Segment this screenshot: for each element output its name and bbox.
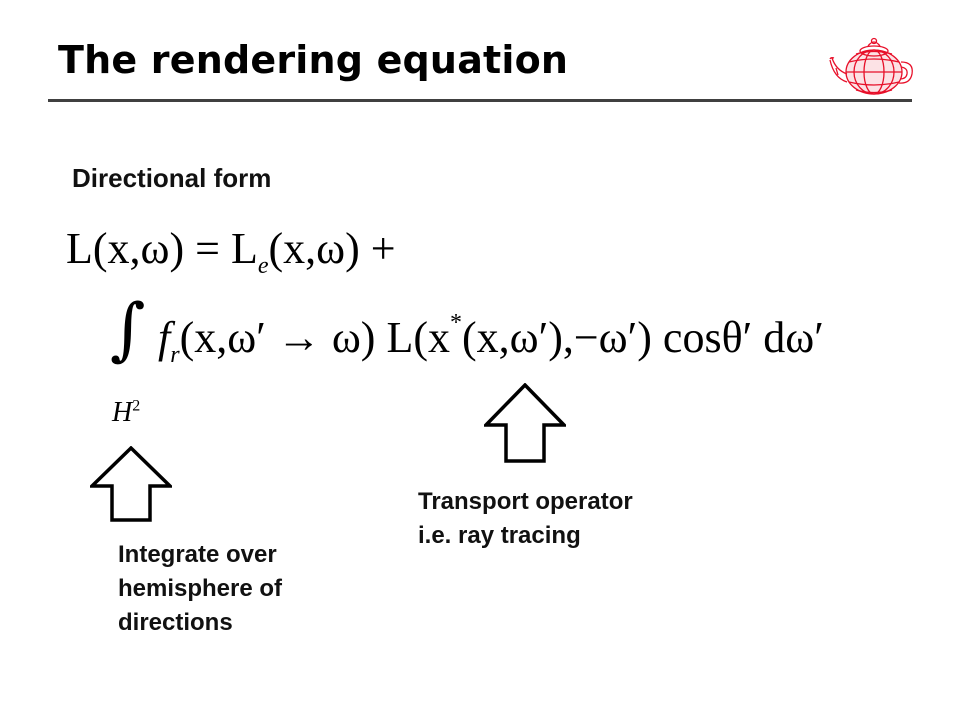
domain-H: H: [112, 397, 133, 428]
caption-transport: Transport operator i.e. ray tracing: [418, 485, 633, 553]
eq-incoming-L: L(x: [386, 313, 450, 362]
eq-emitted-args: (x,ω): [268, 224, 360, 273]
eq-brdf-f: f: [158, 313, 171, 362]
eq-emitted-subscript: e: [257, 253, 269, 279]
eq-cos: cos: [662, 313, 722, 362]
eq-brdf-subscript: r: [170, 342, 180, 368]
up-arrow-icon: [484, 383, 566, 463]
eq-incoming-rest: (x,ω′),−ω′): [461, 313, 652, 362]
eq-equals: =: [195, 224, 220, 273]
section-heading: Directional form: [72, 163, 272, 193]
title-underline: [48, 99, 912, 102]
slide-title: The rendering equation: [58, 38, 569, 82]
integral-sign: ∫: [110, 290, 146, 369]
eq-theta: θ′ dω′: [721, 313, 824, 362]
wireframe-teapot-icon: [829, 37, 913, 95]
eq-plus: +: [370, 224, 396, 273]
caption-line: directions: [118, 609, 233, 636]
eq-brdf-args: (x,ω′ → ω): [179, 313, 376, 362]
eq-emitted-L: L: [230, 224, 258, 273]
caption-line: Integrate over: [118, 541, 277, 568]
caption-line: hemisphere of: [118, 575, 283, 602]
caption-integrate: Integrate over hemisphere of directions: [118, 538, 282, 640]
up-arrow-icon: [90, 446, 172, 522]
integration-domain: H2: [112, 397, 140, 429]
caption-line: i.e. ray tracing: [418, 522, 581, 549]
domain-superscript: 2: [132, 397, 141, 415]
equation-line-2: fr(x,ω′ → ω) L(x*(x,ω′),−ω′) cosθ′ dω′: [158, 310, 824, 369]
equation-line-1: L(x,ω) = Le(x,ω) +: [66, 223, 396, 280]
caption-line: Transport operator: [418, 488, 633, 515]
eq-star: *: [449, 310, 462, 336]
eq-lhs: L(x,ω): [66, 224, 185, 273]
